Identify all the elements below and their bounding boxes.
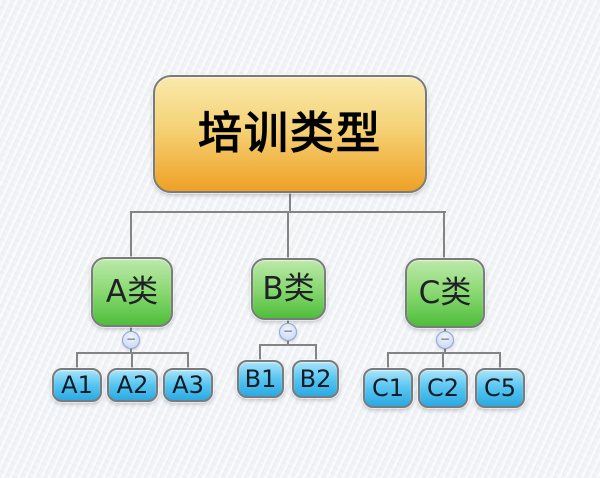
connector-leaf-b2-stub [315, 344, 317, 361]
connector-leaf-a1-stub [76, 352, 78, 368]
connector-drop-branch-a [130, 211, 132, 257]
collapse-button-c[interactable]: − [436, 331, 454, 349]
leaf-node-c1[interactable]: C1 [363, 368, 413, 408]
connector-group-b-horizontal [259, 344, 317, 346]
branch-node-b-label: B类 [262, 270, 315, 307]
connector-drop-branch-b [287, 211, 289, 258]
connector-drop-branch-c [443, 211, 445, 258]
connector-leaf-c5-stub [499, 352, 501, 368]
leaf-node-a2-label: A2 [116, 371, 149, 399]
leaf-node-b1-label: B1 [244, 365, 277, 393]
leaf-node-a1[interactable]: A1 [52, 368, 102, 402]
collapse-button-b[interactable]: − [279, 323, 297, 341]
leaf-node-b1[interactable]: B1 [237, 360, 284, 398]
leaf-node-a3[interactable]: A3 [163, 368, 213, 402]
branch-node-c-label: C类 [418, 274, 472, 311]
branch-node-a[interactable]: A类 [91, 257, 173, 327]
connector-leaf-c1-stub [387, 352, 389, 368]
collapse-button-a[interactable]: − [122, 331, 140, 349]
root-node-label: 培训类型 [198, 108, 382, 159]
leaf-node-c2-label: C2 [426, 374, 460, 402]
connector-root-stub [289, 193, 291, 212]
branch-node-c[interactable]: C类 [405, 258, 485, 328]
leaf-node-a3-label: A3 [172, 371, 204, 399]
minus-icon: − [282, 324, 294, 338]
branch-node-a-label: A类 [105, 273, 159, 310]
connector-leaf-a3-stub [187, 352, 189, 368]
leaf-node-c2[interactable]: C2 [418, 368, 468, 408]
connector-leaf-c2-stub [442, 352, 444, 368]
leaf-node-c5[interactable]: C5 [475, 368, 525, 408]
branch-node-b[interactable]: B类 [251, 258, 326, 320]
root-node-training-type[interactable]: 培训类型 [153, 75, 427, 193]
leaf-node-a1-label: A1 [61, 371, 93, 399]
leaf-node-c5-label: C5 [483, 374, 517, 402]
minus-icon: − [439, 332, 451, 346]
leaf-node-b2-label: B2 [299, 365, 332, 393]
connector-leaf-b1-stub [259, 344, 261, 361]
connector-leaf-a2-stub [131, 352, 133, 368]
connector-group-c-horizontal [387, 352, 501, 354]
leaf-node-b2[interactable]: B2 [292, 360, 339, 398]
leaf-node-c1-label: C1 [371, 374, 405, 402]
minus-icon: − [125, 332, 137, 346]
leaf-node-a2[interactable]: A2 [107, 368, 158, 402]
